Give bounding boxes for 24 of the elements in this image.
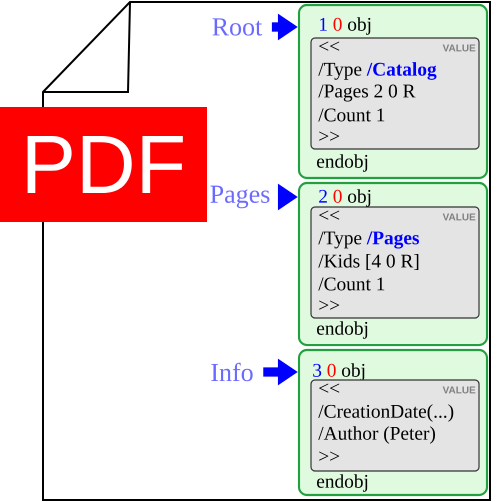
dictionary-line: /Type /Pages: [318, 231, 419, 248]
object-footer: endobj: [317, 321, 368, 339]
dictionary-line: >>: [319, 131, 340, 141]
dictionary-line: <<: [319, 210, 340, 220]
object-header: 1 0 obj: [320, 17, 370, 35]
dictionary-line: /Author (Peter): [318, 426, 435, 444]
object-footer: endobj: [317, 154, 368, 172]
dictionary-line: /Count 1: [318, 108, 384, 122]
dictionary-line: /Kids [4 0 R]: [318, 254, 418, 270]
dictionary-line: >>: [319, 300, 340, 310]
dictionary-line: /CreationDate(...): [318, 404, 454, 422]
pointer-label: Info: [211, 362, 253, 382]
pointer-label: Root: [212, 18, 262, 36]
dictionary-line: <<: [319, 383, 340, 393]
dictionary-line: >>: [319, 451, 340, 461]
object-header: 2 0 obj: [319, 189, 370, 207]
dictionary-line: /Count 1: [318, 278, 384, 290]
pdf-banner: PDF: [0, 107, 207, 222]
pointer-label: Pages: [210, 186, 270, 208]
object-header: 3 0 obj: [313, 363, 364, 381]
object-footer: endobj: [317, 474, 368, 492]
dictionary-line: /Pages 2 0 R: [318, 84, 416, 102]
dictionary-line: /Type /Catalog: [318, 62, 436, 80]
dictionary-line: <<: [319, 41, 340, 51]
